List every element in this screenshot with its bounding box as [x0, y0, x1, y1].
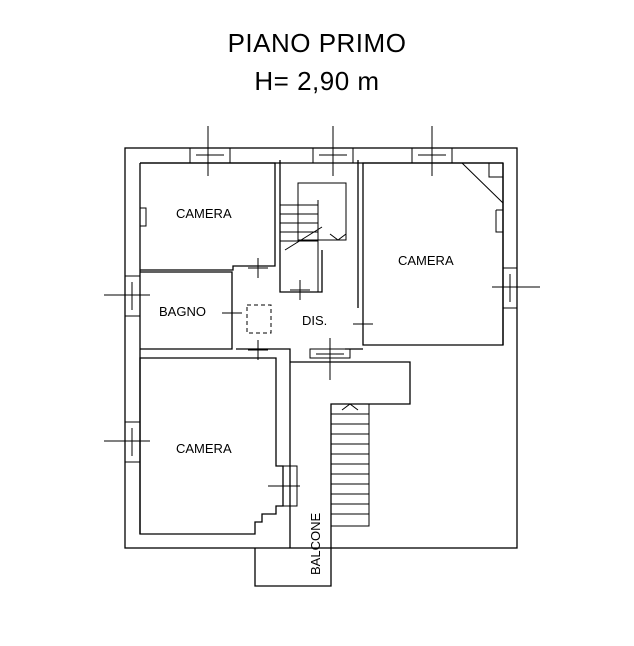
door-balcone	[268, 465, 300, 507]
corridor-walls	[236, 348, 363, 548]
room-label-bagno: BAGNO	[159, 304, 206, 319]
window-right	[492, 267, 540, 309]
window-top-left	[189, 126, 231, 176]
window-top-center	[312, 126, 354, 176]
floor-title: PIANO PRIMO	[227, 28, 407, 58]
door-dis-bottom	[309, 338, 351, 380]
balcone: BALCONE	[254, 361, 411, 587]
external-stair	[331, 403, 369, 515]
room-label-camera-bottom: CAMERA	[176, 441, 232, 456]
room-label-camera-right: CAMERA	[398, 253, 454, 268]
ceiling-height: H= 2,90 m	[254, 66, 380, 96]
room-label-dis: DIS.	[302, 313, 327, 328]
window-left-bagno	[104, 275, 150, 317]
room-label-balcone: BALCONE	[308, 513, 323, 575]
room-camera-bottom: CAMERA	[139, 357, 284, 535]
room-bagno: BAGNO	[140, 271, 233, 350]
room-camera-top-left: CAMERA	[140, 162, 276, 271]
interior-door-marks	[222, 258, 373, 360]
stairwell: DIS.	[246, 160, 359, 334]
room-label-camera-top-left: CAMERA	[176, 206, 232, 221]
room-camera-right: CAMERA	[362, 162, 504, 346]
window-left-camera	[104, 421, 150, 463]
window-top-right	[411, 126, 453, 176]
